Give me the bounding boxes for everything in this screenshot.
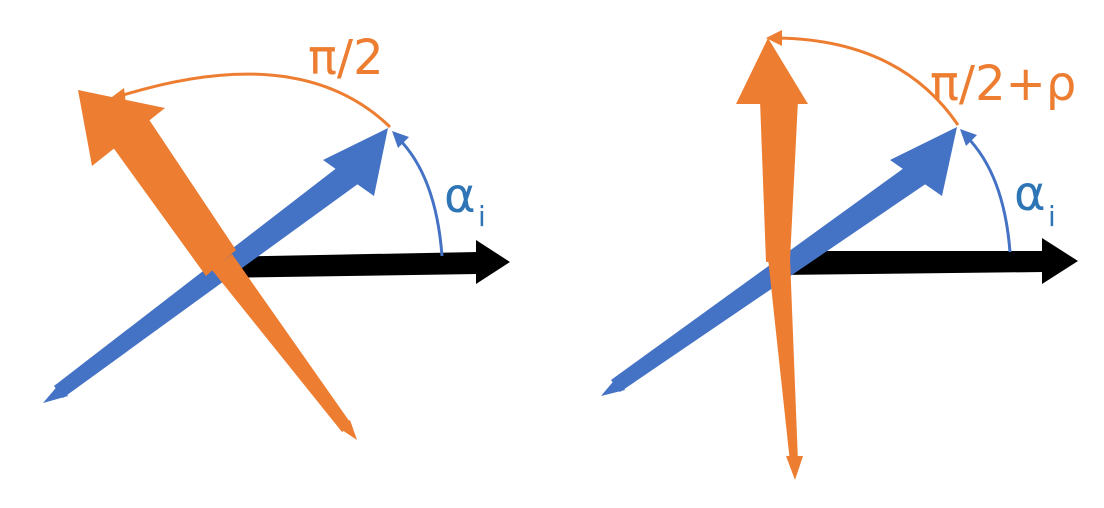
left-reference-arrow-shaft bbox=[212, 252, 478, 278]
right-alpha-arc-arrowhead bbox=[960, 129, 977, 146]
right-orange-arrowhead bbox=[736, 38, 808, 104]
left-blue-arrowhead bbox=[323, 128, 388, 196]
right-panel: π/2+ρ α i bbox=[601, 30, 1078, 480]
left-pi-half-arc bbox=[108, 72, 392, 129]
left-blue-tail-arrowhead bbox=[43, 383, 68, 403]
right-orange-arrow-shaft bbox=[760, 100, 798, 262]
left-orange-arrow bbox=[78, 90, 357, 440]
left-orange-arrowhead bbox=[78, 90, 165, 166]
right-orange-arrow bbox=[736, 38, 808, 480]
left-orange-tail-shaft bbox=[212, 254, 352, 432]
left-pi-half-label: π/2 bbox=[308, 30, 384, 86]
left-alpha-subscript: i bbox=[478, 200, 486, 233]
right-pi-half-rho-arc bbox=[766, 30, 960, 126]
right-blue-tail-arrowhead bbox=[601, 377, 625, 396]
left-blue-arrow-shaft bbox=[54, 160, 362, 398]
right-pi-half-rho-label: π/2+ρ bbox=[930, 56, 1076, 112]
left-reference-arrowhead bbox=[476, 240, 510, 284]
right-pi-half-rho-arc-arrowhead bbox=[766, 30, 782, 46]
right-orange-tail-arrowhead bbox=[786, 456, 803, 480]
left-blue-arrow bbox=[43, 128, 388, 403]
left-alpha-arc-arrowhead bbox=[392, 131, 409, 148]
right-reference-arrow-shaft bbox=[778, 251, 1044, 275]
left-panel: π/2 α i bbox=[43, 30, 510, 440]
right-alpha-label: α bbox=[1014, 166, 1046, 222]
right-alpha-subscript: i bbox=[1048, 200, 1056, 233]
right-reference-arrow bbox=[778, 238, 1078, 284]
left-reference-arrow bbox=[212, 240, 510, 284]
right-alpha-arc bbox=[960, 129, 1012, 253]
right-reference-arrowhead bbox=[1042, 238, 1078, 284]
left-alpha-arc bbox=[392, 131, 444, 257]
left-orange-tail-arrowhead bbox=[339, 420, 357, 440]
left-alpha-label: α bbox=[444, 168, 476, 224]
right-orange-tail-shaft bbox=[768, 258, 798, 462]
right-blue-arrowhead bbox=[890, 127, 957, 196]
left-orange-arrow-shaft bbox=[112, 118, 236, 276]
left-pi-half-arc-arrowhead bbox=[108, 88, 126, 104]
